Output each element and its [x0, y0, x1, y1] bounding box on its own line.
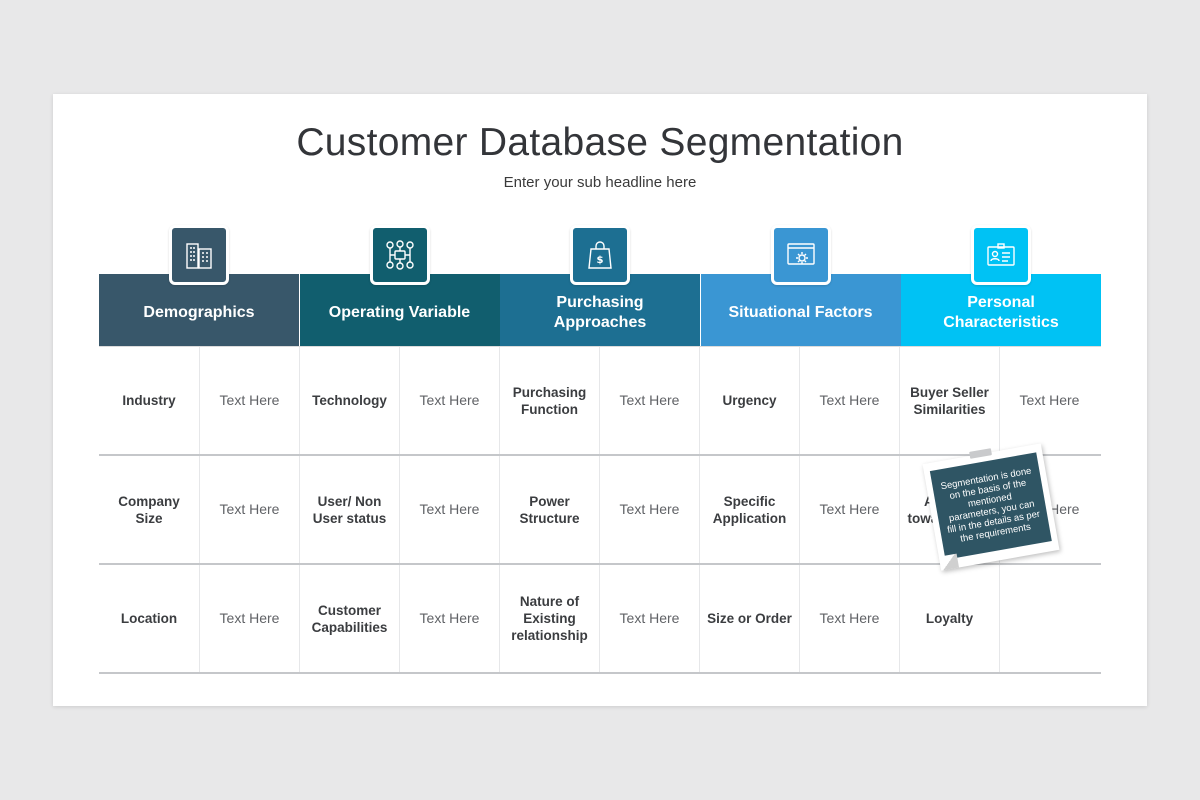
row-label: Technology: [299, 347, 399, 454]
row-value: Text Here: [599, 456, 699, 563]
row-label: Urgency: [699, 347, 799, 454]
table-row: Location Text Here Customer Capabilities…: [99, 565, 1101, 674]
segmentation-table: Demographics Operating Variable: [99, 225, 1101, 674]
page-title: Customer Database Segmentation: [296, 121, 904, 164]
category-header: Operating Variable: [299, 225, 500, 346]
category-demographics: Demographics: [99, 225, 299, 346]
row-label: Industry: [122, 393, 176, 408]
row-value: Text Here: [599, 565, 699, 672]
category-purchasing-approaches: $ Purchasing Approaches: [500, 225, 700, 346]
note-text: Segmentation is done on the basis of the…: [929, 452, 1052, 560]
row-value: Text Here: [399, 565, 499, 672]
category-title: Situational Factors: [728, 304, 873, 321]
row-label: Location: [120, 611, 178, 626]
table-row: Industry Text Here Technology Text Here …: [99, 346, 1101, 456]
row-label: Loyalty: [899, 565, 999, 672]
row-label: Specific Application: [699, 456, 799, 563]
row-label: Power Structure: [499, 456, 599, 563]
row-value: Text Here: [799, 347, 899, 454]
svg-text:$: $: [597, 255, 604, 266]
row-value: [999, 565, 1099, 672]
row-label: Purchasing Function: [499, 347, 599, 454]
row-value: Text Here: [199, 347, 299, 454]
category-title: Purchasing Approaches: [553, 294, 647, 331]
row-label: Customer Capabilities: [299, 565, 399, 672]
buildings-icon: [169, 225, 229, 285]
slide: Customer Database Segmentation Enter you…: [53, 94, 1147, 706]
row-value: Text Here: [199, 565, 299, 672]
row-label: Company Size: [118, 493, 180, 526]
row-value: Text Here: [399, 347, 499, 454]
category-header: Personal Characteristics: [901, 225, 1101, 346]
network-icon: [369, 225, 430, 285]
sticky-note: Segmentation is done on the basis of the…: [922, 443, 1060, 571]
row-value: Text Here: [199, 456, 299, 563]
category-header: $ Purchasing Approaches: [500, 225, 700, 346]
row-label: Buyer Seller Similarities: [899, 347, 999, 454]
row-value: Text Here: [599, 347, 699, 454]
category-situational-factors: Situational Factors: [700, 225, 901, 346]
category-operating-variable: Operating Variable: [299, 225, 500, 346]
row-label: Size or Order: [699, 565, 799, 672]
id-card-icon: [971, 225, 1031, 285]
category-header: Demographics: [99, 225, 299, 346]
row-value: Text Here: [399, 456, 499, 563]
page-subtitle: Enter your sub headline here: [503, 174, 697, 191]
category-title: Personal Characteristics: [943, 294, 1059, 331]
category-title: Demographics: [143, 304, 255, 321]
category-title: Operating Variable: [328, 304, 471, 321]
row-label: User/ Non User status: [299, 456, 399, 563]
category-personal-characteristics: Personal Characteristics: [901, 225, 1101, 346]
category-header: Situational Factors: [700, 225, 901, 346]
row-label: Nature of Existing relationship: [499, 565, 599, 672]
table-body: Industry Text Here Technology Text Here …: [99, 346, 1101, 674]
row-value: Text Here: [799, 456, 899, 563]
browser-gear-icon: [770, 225, 831, 285]
shopping-bag-icon: $: [570, 225, 630, 285]
row-value: Text Here: [799, 565, 899, 672]
row-value: Text Here: [999, 347, 1099, 454]
